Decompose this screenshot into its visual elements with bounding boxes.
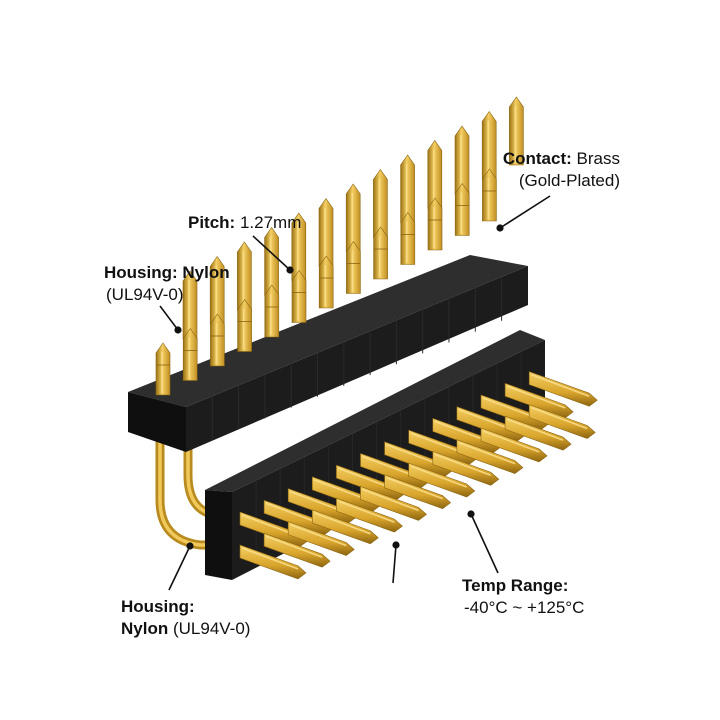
- pitch-value: 1.27mm: [239, 213, 302, 232]
- front-row-pin: [400, 211, 416, 265]
- housing-bottom-leader: [168, 545, 191, 591]
- front-row-pin: [155, 342, 171, 396]
- lower-side-pin-shine: [362, 488, 419, 512]
- top-housing-front-face: [186, 266, 528, 452]
- contact-leader-dot: [496, 224, 504, 232]
- top-row-housing: [128, 255, 528, 452]
- callout-leader-lines: [159, 195, 551, 591]
- contact-leader: [499, 195, 551, 229]
- top-row-pins: [155, 96, 524, 396]
- front-row-pin: [373, 226, 388, 280]
- upper-side-pin-shine: [506, 385, 566, 409]
- temp-value: -40°C ~ +125°C: [464, 598, 585, 617]
- lower-side-pin-shine: [458, 441, 516, 465]
- temp-leader-left: [392, 544, 397, 584]
- temp-leader-right: [470, 513, 499, 574]
- ra-housing-end-face: [205, 490, 232, 580]
- contact-key: Contact:: [502, 149, 572, 168]
- front-row-pin: [482, 168, 497, 222]
- housing-bottom-key: Housing:: [121, 597, 195, 616]
- lower-side-pin-shine: [434, 453, 492, 477]
- housing-top-key: Housing:: [104, 263, 178, 282]
- lower-side-pin-shine: [482, 430, 540, 453]
- lower-side-pin-shine: [338, 500, 395, 523]
- front-row-pin: [210, 313, 225, 367]
- lower-side-pin-shine: [265, 535, 323, 558]
- upper-side-pin-shine: [530, 373, 590, 397]
- temp-leader-right-dot: [467, 510, 475, 518]
- front-row-pin: [182, 327, 198, 381]
- front-row-pin: [318, 255, 334, 309]
- lower-side-pin-shine: [241, 547, 299, 570]
- housing-bottom-material: Nylon: [121, 619, 169, 638]
- temp-callout: Temp Range: -40°C ~ +125°C: [462, 575, 584, 619]
- front-row-pin: [264, 284, 280, 338]
- contact-value: Brass: [576, 149, 620, 168]
- ra-housing-top-face: [205, 330, 545, 492]
- housing-top-leader-dot: [174, 326, 182, 334]
- lower-side-pin-shine: [410, 465, 467, 488]
- pitch-key: Pitch:: [188, 213, 236, 232]
- top-housing-top-face: [128, 255, 528, 407]
- lower-side-pin-shine: [506, 418, 564, 441]
- temp-key: Temp Range:: [462, 576, 569, 595]
- pitch-callout: Pitch: 1.27mm: [188, 212, 301, 234]
- front-row-pin: [346, 240, 361, 294]
- housing-top-leader: [159, 305, 179, 331]
- housing-bottom-leader-dot: [186, 542, 194, 550]
- pitch-leader: [252, 235, 291, 271]
- housing-top-rating: (UL94V-0): [106, 285, 184, 304]
- pitch-leader-dot: [286, 266, 294, 274]
- front-row-pin: [427, 197, 443, 251]
- right-angle-pins: [239, 371, 598, 580]
- back-row-pin: [509, 96, 524, 166]
- bent-leg-outer-highlight: [158, 423, 217, 547]
- front-row-pin: [454, 182, 470, 236]
- housing-top-value: Nylon: [182, 263, 230, 282]
- housing-top-callout: Housing: Nylon (UL94V-0): [104, 262, 230, 306]
- front-row-pin: [291, 269, 307, 323]
- lower-side-pin-shine: [314, 512, 371, 535]
- lower-side-pin-shine: [289, 523, 347, 547]
- contact-plating: (Gold-Plated): [518, 171, 620, 190]
- temp-leader-left-dot: [392, 541, 400, 549]
- lower-side-pin-shine: [530, 406, 588, 430]
- housing-bottom-rating: (UL94V-0): [172, 619, 251, 638]
- contact-callout: Contact: Brass (Gold-Plated): [455, 148, 620, 192]
- lower-side-pin-shine: [386, 477, 443, 500]
- housing-bottom-callout: Housing: Nylon (UL94V-0): [121, 596, 250, 640]
- top-housing-end-face: [128, 392, 186, 452]
- front-row-pin: [237, 298, 252, 352]
